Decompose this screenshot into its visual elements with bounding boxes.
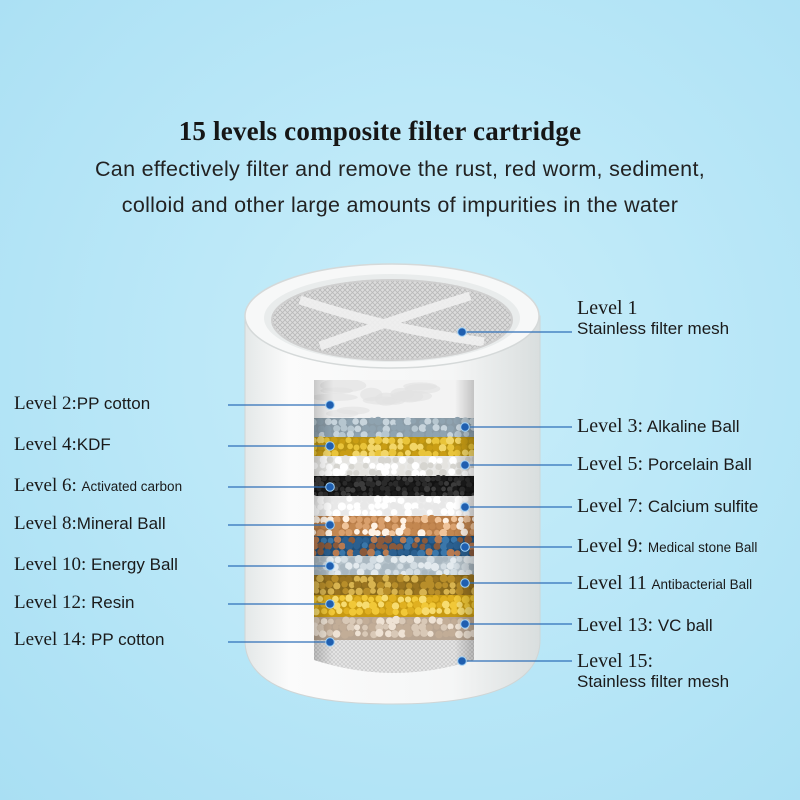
pointer-dot-8 xyxy=(325,520,335,530)
subtitle-line-2: colloid and other large amounts of impur… xyxy=(121,193,679,217)
pointer-dot-2 xyxy=(325,400,335,410)
pointer-dot-10 xyxy=(325,561,335,571)
level-label-12: Level 12: Resin xyxy=(14,593,134,613)
level-label-7: Level 7: Calcium sulfite xyxy=(577,496,758,517)
level-label-5: Level 5: Porcelain Ball xyxy=(577,454,752,475)
level-label-10: Level 10: Energy Ball xyxy=(14,555,178,575)
pointer-dot-9 xyxy=(460,542,470,552)
level-number: Level 11 xyxy=(577,572,647,594)
pointer-dot-15 xyxy=(457,656,467,666)
level-number: Level 15: xyxy=(577,650,654,672)
pointer-dot-5 xyxy=(460,460,470,470)
level-number: Level 12: xyxy=(14,592,87,613)
level-name: Antibacterial Ball xyxy=(651,577,753,592)
level-number: Level 7: xyxy=(577,495,644,517)
pointer-lines xyxy=(228,327,572,666)
pointer-dot-11 xyxy=(460,578,470,588)
level-name: PP cotton xyxy=(76,394,151,413)
level-number: Level 2: xyxy=(14,393,77,414)
level-name: Activated carbon xyxy=(81,479,183,494)
cutaway-shade xyxy=(314,380,474,673)
level-label-14: Level 14: PP cotton xyxy=(14,630,164,650)
level-number: Level 8: xyxy=(14,513,77,534)
level-name: Resin xyxy=(91,593,135,612)
level-name: Alkaline Ball xyxy=(646,417,740,436)
level-number: Level 1 xyxy=(577,297,638,319)
level-label-3: Level 3: Alkaline Ball xyxy=(577,416,740,437)
level-name: Energy Ball xyxy=(91,555,178,574)
diagram-title: 15 levels composite filter cartridge xyxy=(0,116,800,147)
level-label-2: Level 2:PP cotton xyxy=(14,394,150,414)
level-number: Level 9: xyxy=(577,535,644,557)
level-label-15: Level 15:Stainless filter mesh xyxy=(577,651,729,692)
level-name: Medical stone Ball xyxy=(647,540,758,555)
level-name: Calcium sulfite xyxy=(647,497,759,516)
pointer-dot-6 xyxy=(325,482,335,492)
level-label-13: Level 13: VC ball xyxy=(577,615,713,636)
pointer-dot-4 xyxy=(325,441,335,451)
level-number: Level 14: xyxy=(14,629,87,650)
subtitle-line-1: Can effectively filter and remove the ru… xyxy=(94,157,705,181)
level-number: Level 10: xyxy=(14,554,87,575)
pointer-dot-1 xyxy=(457,327,467,337)
level-number: Level 3: xyxy=(577,415,644,437)
level-name: Mineral Ball xyxy=(76,514,166,533)
level-label-6: Level 6: Activated carbon xyxy=(14,476,182,497)
pointer-dot-12 xyxy=(325,599,335,609)
level-number: Level 6: xyxy=(14,475,77,496)
pointer-dot-14 xyxy=(325,637,335,647)
level-label-9: Level 9: Medical stone Ball xyxy=(577,536,757,558)
level-name: KDF xyxy=(76,435,111,454)
title-text: 15 levels composite filter cartridge xyxy=(178,116,582,146)
level-name: Porcelain Ball xyxy=(647,455,752,474)
level-label-11: Level 11 Antibacterial Ball xyxy=(577,573,752,595)
pointer-dot-3 xyxy=(460,422,470,432)
level-name: Stainless filter mesh xyxy=(577,672,730,691)
level-name: VC ball xyxy=(657,616,713,635)
level-label-4: Level 4:KDF xyxy=(14,435,111,455)
pointer-dot-7 xyxy=(460,502,470,512)
level-number: Level 5: xyxy=(577,453,644,475)
level-label-8: Level 8:Mineral Ball xyxy=(14,514,166,534)
pointer-dot-13 xyxy=(460,619,470,629)
level-number: Level 13: xyxy=(577,614,654,636)
level-number: Level 4: xyxy=(14,434,77,455)
level-name: PP cotton xyxy=(91,630,165,649)
level-name: Stainless filter mesh xyxy=(577,319,730,338)
